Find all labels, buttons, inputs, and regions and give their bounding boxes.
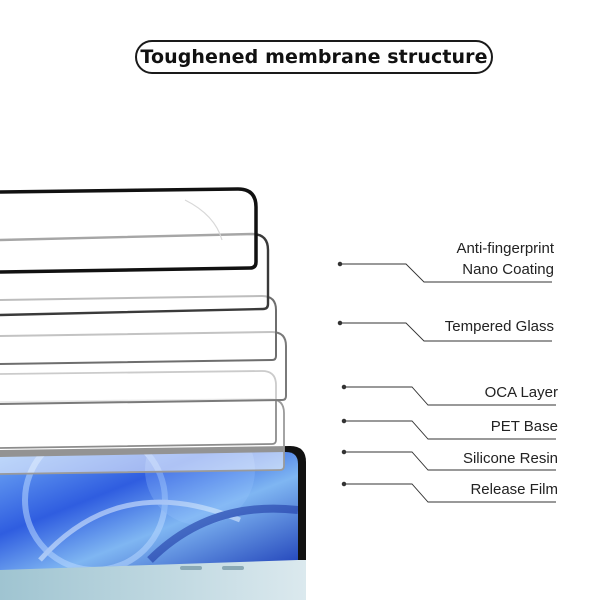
sheet-top-coating <box>0 187 258 274</box>
callout-line-1 <box>337 261 552 283</box>
callout-line-4 <box>341 418 556 440</box>
callout-line-6 <box>341 481 556 503</box>
label-oca-layer: OCA Layer <box>484 384 558 401</box>
title-badge: Toughened membrane structure <box>135 40 493 74</box>
label-tempered-glass: Tempered Glass <box>444 318 554 335</box>
callout-line-2 <box>337 320 552 342</box>
callout-lines <box>337 261 556 503</box>
callout-line-3 <box>341 384 556 406</box>
diagram-title: Toughened membrane structure <box>140 46 488 68</box>
label-silicone-resin: Silicone Resin <box>462 450 558 467</box>
callout-line-5 <box>341 449 556 471</box>
label-pet-base: PET Base <box>490 418 558 435</box>
label-anti-fingerprint: Anti-fingerprint Nano Coating <box>456 240 554 278</box>
label-release-film: Release Film <box>470 481 558 498</box>
